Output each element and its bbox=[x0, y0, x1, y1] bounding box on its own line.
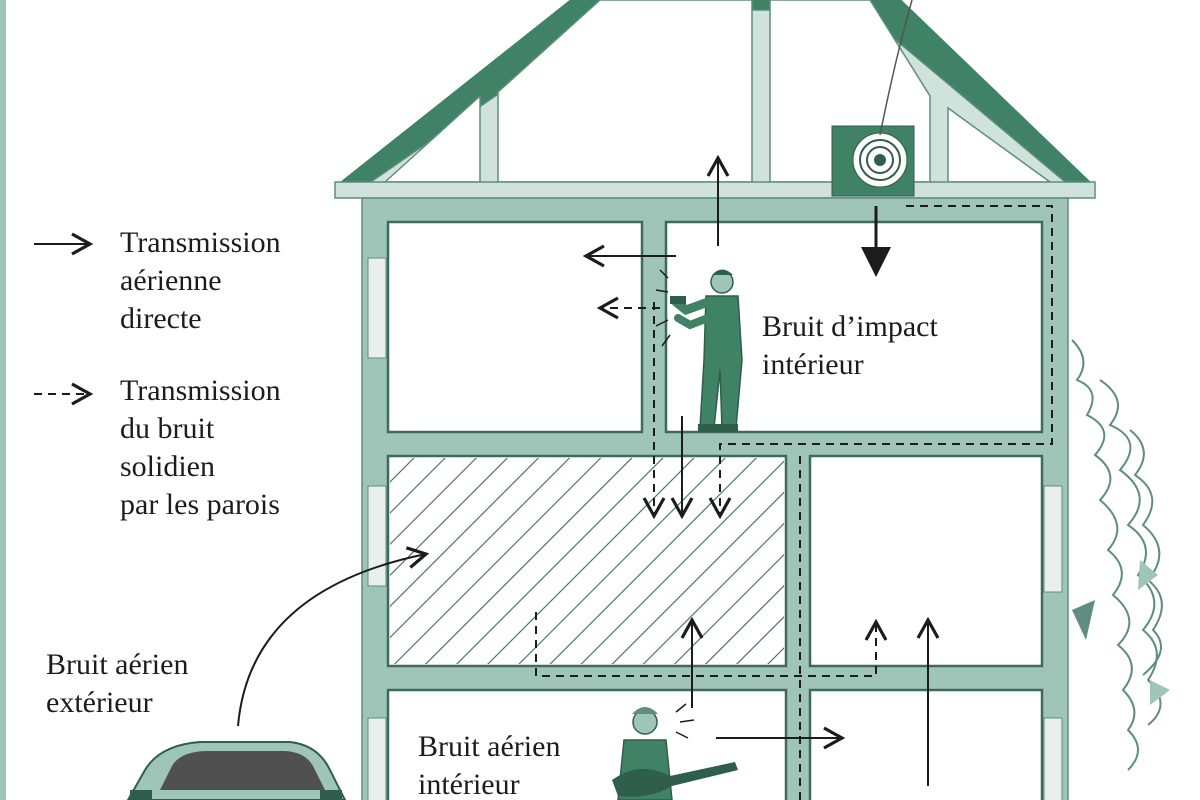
legend-solid-line2: du bruit bbox=[120, 412, 215, 445]
legend-direct-text: Transmission aérienne directe bbox=[120, 226, 288, 335]
impact-line1: Bruit d’impact bbox=[762, 310, 938, 343]
legend-solid-line4: par les parois bbox=[120, 488, 280, 521]
tree-icon bbox=[1072, 340, 1170, 770]
left-border bbox=[0, 0, 6, 800]
legend-solid-line3: solidien bbox=[120, 450, 215, 483]
legend-solid-line1: Transmission bbox=[120, 374, 281, 407]
window-right-2 bbox=[1044, 718, 1062, 800]
interior-line2: intérieur bbox=[418, 768, 520, 800]
legend-direct-line3: directe bbox=[120, 302, 202, 335]
roof bbox=[335, 0, 1095, 198]
exterior-line1: Bruit aérien bbox=[46, 648, 188, 681]
window-left-2 bbox=[368, 486, 386, 586]
exterior-line2: extérieur bbox=[46, 686, 153, 719]
window-left-3 bbox=[368, 718, 386, 800]
car-icon bbox=[128, 742, 345, 800]
room-top-left bbox=[388, 222, 642, 432]
exterior-noise-label: Bruit aérien extérieur bbox=[46, 648, 196, 719]
impact-line2: intérieur bbox=[762, 348, 864, 381]
legend-solid-text: Transmission du bruit solidien par les p… bbox=[120, 374, 288, 521]
interior-line1: Bruit aérien bbox=[418, 730, 560, 763]
legend-direct-line2: aérienne bbox=[120, 264, 222, 297]
window-left-1 bbox=[368, 258, 386, 358]
window-right-1 bbox=[1044, 486, 1062, 592]
room-middle-right bbox=[810, 456, 1042, 666]
legend-direct-line1: Transmission bbox=[120, 226, 281, 259]
room-bottom-right bbox=[810, 690, 1042, 800]
